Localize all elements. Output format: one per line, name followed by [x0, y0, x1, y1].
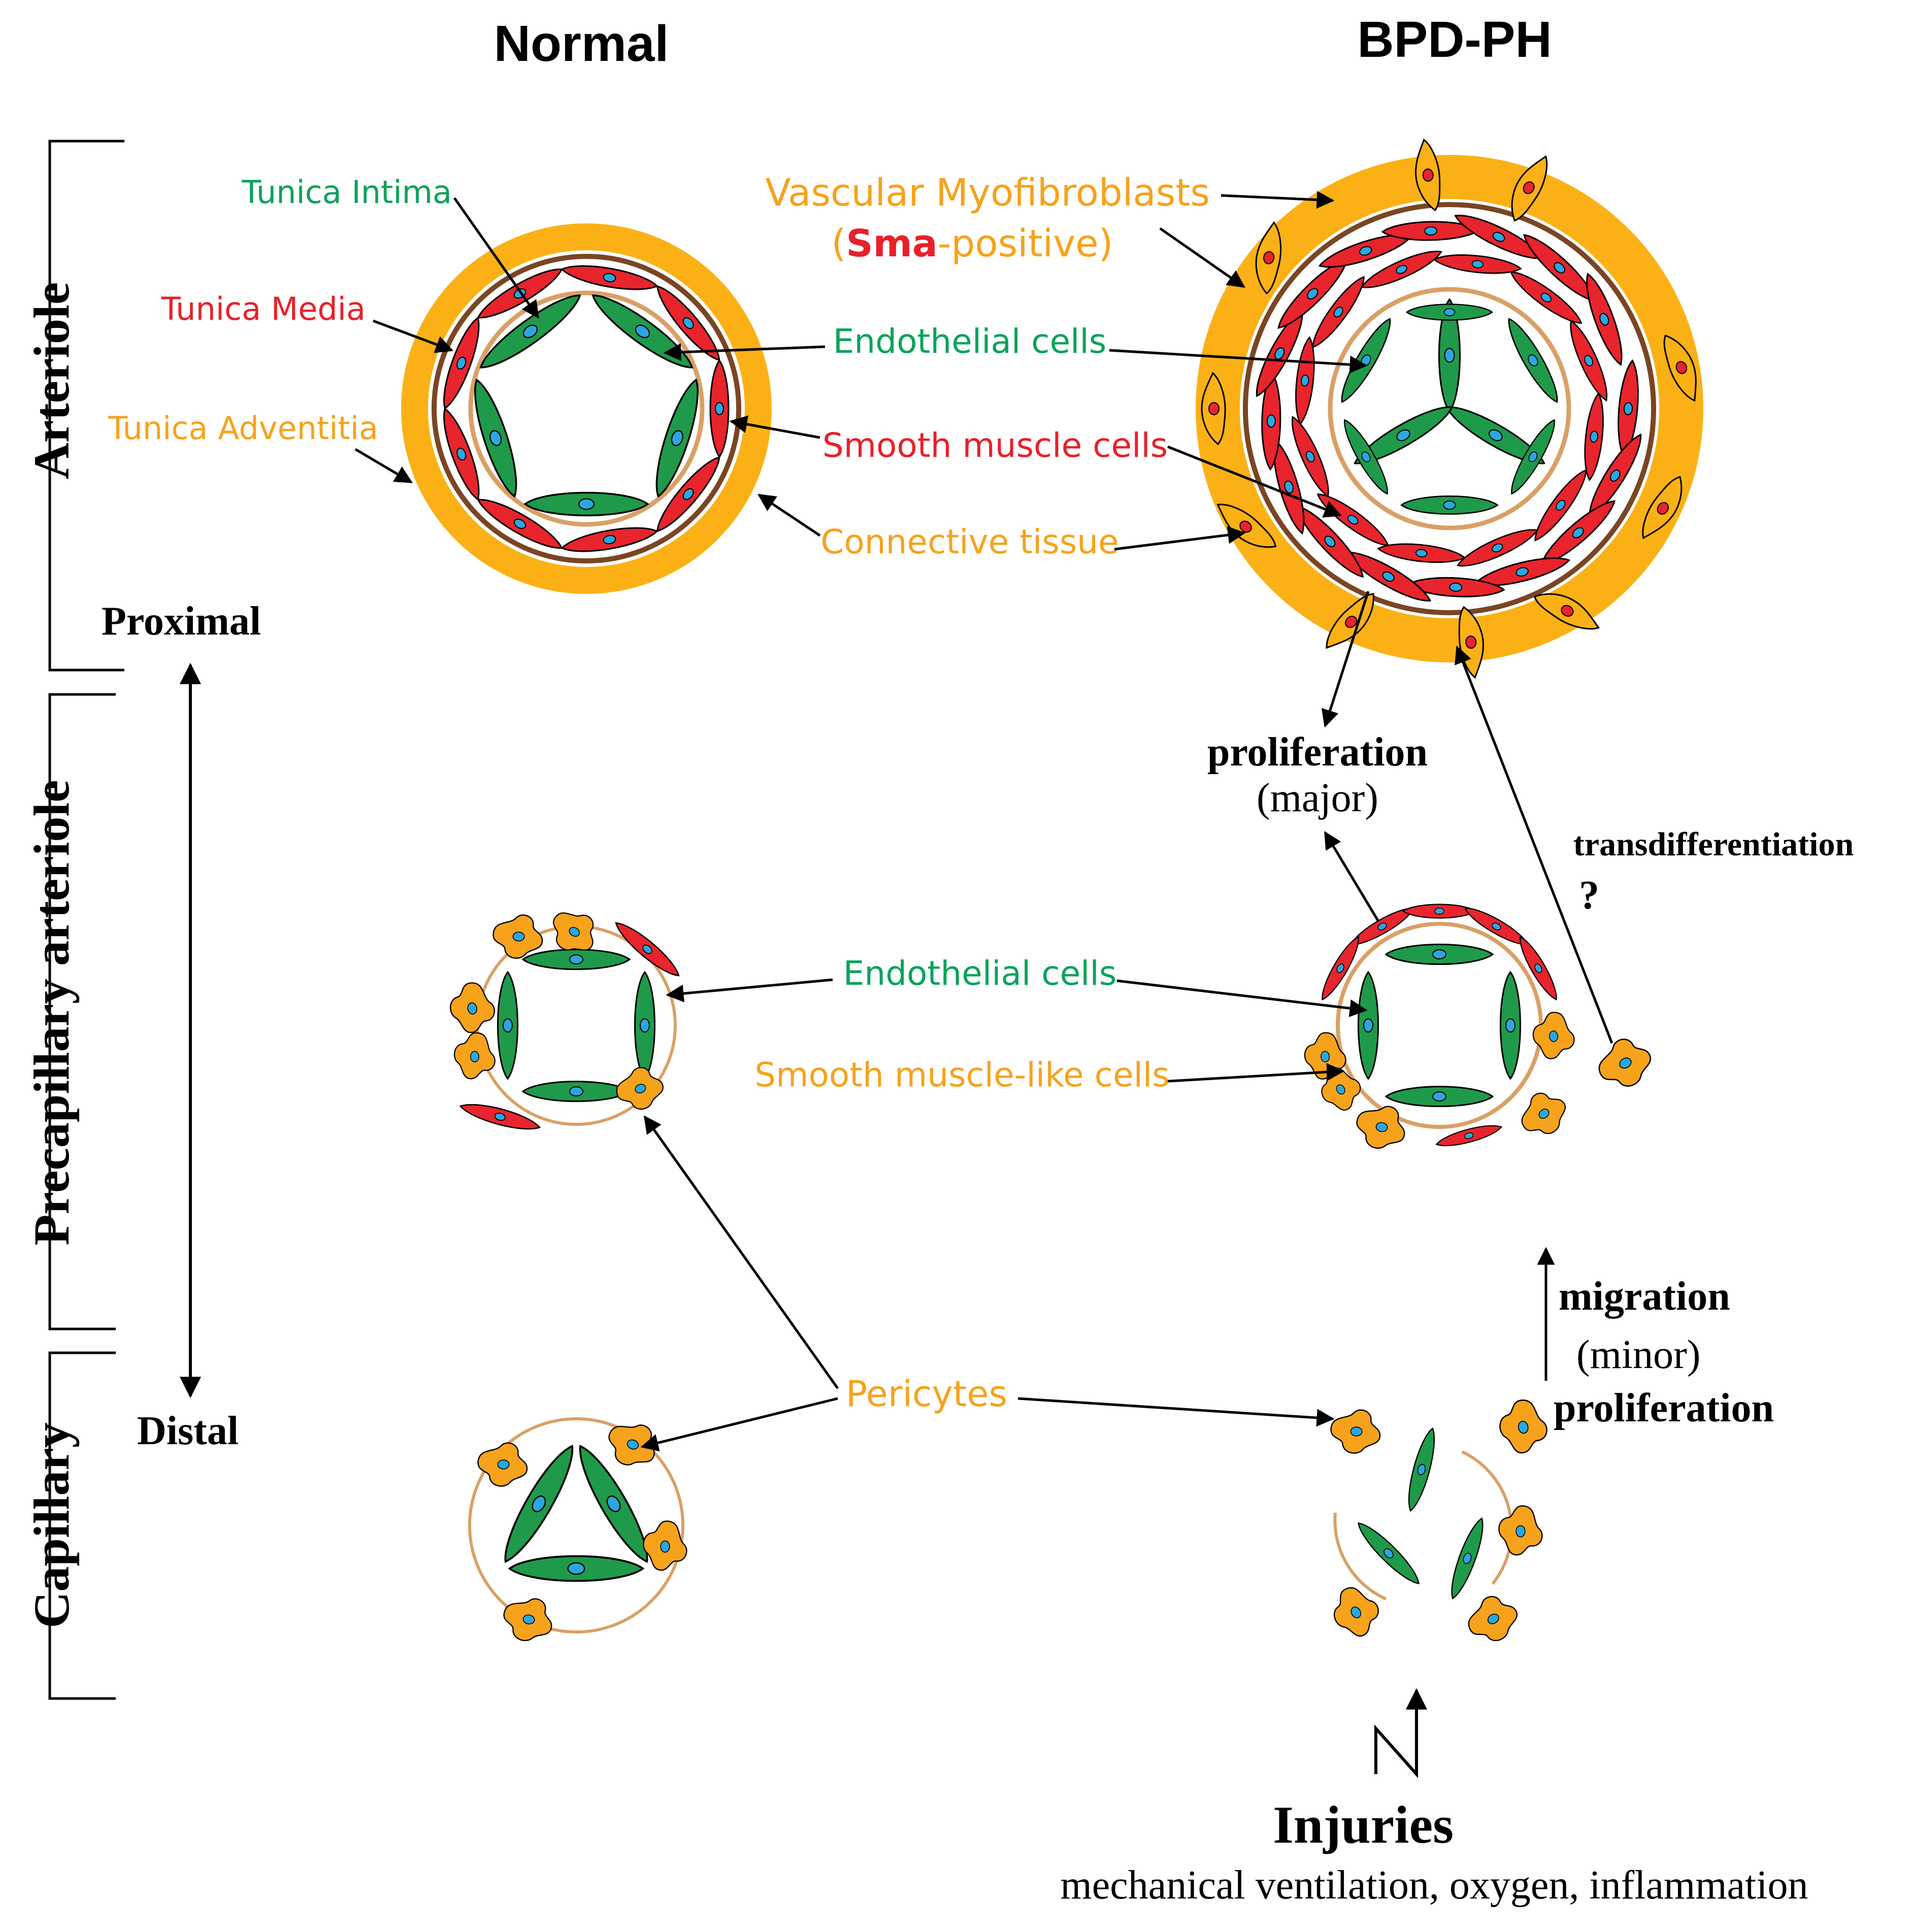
arrow-transdifferentiation [1455, 645, 1613, 1044]
bpd-connective-tissue [1243, 202, 1656, 615]
label-tunica-adventitia: Tunica Adventitia [108, 410, 378, 447]
arrow-tunica-media [373, 319, 454, 353]
arrow-tunica-intima [453, 197, 540, 319]
arrow-myofibroblast-left [1159, 227, 1245, 288]
label-minor: (minor) [1576, 1333, 1700, 1377]
label-sma-positive: (Sma-positive) [831, 222, 1113, 265]
bpd-capillary-membrane-right [1461, 1450, 1513, 1585]
label-migration: migration [1559, 1274, 1730, 1319]
heading-bpd-ph: BPD-PH [1357, 11, 1552, 68]
label-capillary: Capillary [23, 1422, 80, 1628]
label-sma-rest: -positive) [938, 222, 1113, 265]
label-tunica-intima: Tunica Intima [241, 174, 452, 211]
arrow-myofibroblast-top [1221, 191, 1335, 209]
arrow-smooth-muscle-bpd [1167, 445, 1342, 518]
label-vascular-myofibroblasts: Vascular Myofibroblasts [765, 171, 1210, 215]
label-injury-causes: mechanical ventilation, oxygen, inflamma… [1061, 1863, 1808, 1908]
arrow-proliferation-up [1324, 830, 1380, 922]
label-major: (major) [1257, 776, 1378, 820]
label-smooth-muscle-cells: Smooth muscle cells [822, 426, 1168, 465]
bpd-precapillary [1302, 902, 1576, 1153]
bracket-precapillary [48, 693, 116, 1330]
label-injuries: Injuries [1273, 1795, 1454, 1854]
label-question: ? [1579, 873, 1599, 918]
normal-intima-ring [468, 290, 705, 527]
arrow-endothelial-mid-bpd [1116, 979, 1368, 1017]
injury-lightning-arrow [1374, 1688, 1427, 1778]
label-sma-open: ( [831, 222, 846, 265]
label-transdifferentiation: transdifferentiation [1573, 826, 1854, 863]
label-sma: Sma [846, 222, 937, 265]
arrow-connective-normal [757, 493, 821, 537]
label-endothelial-cells-mid: Endothelial cells [843, 954, 1117, 993]
label-connective-tissue: Connective tissue [820, 522, 1118, 561]
arrow-proliferation-down [1321, 591, 1370, 728]
arrow-endothelial-mid-normal [666, 978, 833, 1003]
label-proximal: Proximal [102, 599, 261, 644]
bracket-arteriole [48, 140, 124, 672]
arrow-pericytes-capillary [640, 1397, 838, 1452]
normal-capillary [468, 1415, 687, 1646]
arrow-smooth-muscle-normal [729, 415, 820, 439]
heading-normal: Normal [494, 15, 669, 72]
migrating-pericyte-capillary [1495, 1396, 1551, 1457]
arrow-connective-bpd [1114, 526, 1246, 551]
label-arteriole: Arteriole [23, 282, 80, 480]
migrating-pericyte-precap [1590, 1030, 1660, 1097]
label-proliferation-major: proliferation [1207, 730, 1428, 775]
label-precapillary-arteriole: Precapillary arteriole [23, 780, 80, 1245]
bpd-capillary-membrane-left [1333, 1512, 1387, 1601]
bpd-capillary [1324, 1409, 1543, 1651]
bpd-capillary-endothelial [1352, 1425, 1490, 1602]
bracket-capillary [48, 1351, 116, 1700]
label-distal: Distal [137, 1409, 239, 1453]
normal-precapillary [446, 902, 684, 1136]
arrow-pericytes-bpd [1017, 1397, 1335, 1427]
arrow-endothelial-normal [663, 343, 826, 361]
arrow-tunica-adventitia [354, 448, 413, 484]
label-smooth-muscle-like-cells: Smooth muscle-like cells [754, 1055, 1169, 1094]
bpd-arteriole [1196, 138, 1706, 680]
normal-arteriole [401, 223, 772, 594]
label-proliferation: proliferation [1554, 1386, 1774, 1430]
arrow-endothelial-bpd [1109, 349, 1368, 374]
normal-connective-tissue [432, 254, 741, 563]
label-pericytes: Pericytes [846, 1373, 1007, 1415]
label-endothelial-cells-top: Endothelial cells [833, 322, 1107, 361]
arrow-pericytes-precap [643, 1115, 839, 1389]
label-tunica-media: Tunica Media [161, 290, 366, 327]
arrow-smooth-muscle-like [1167, 1063, 1345, 1083]
